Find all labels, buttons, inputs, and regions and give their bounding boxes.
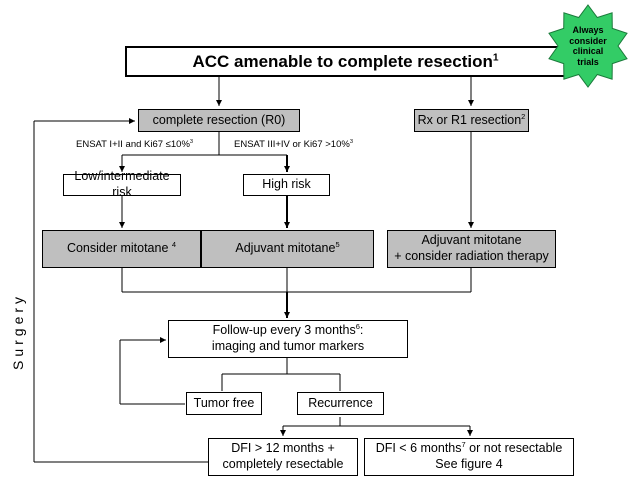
high-risk-box: High risk: [243, 174, 330, 196]
rx-r1-label: Rx or R1 resection2: [417, 111, 526, 127]
title-text: ACC amenable to complete resection1: [192, 51, 499, 71]
complete-resection-label: complete resection (R0): [152, 112, 286, 127]
star-text: Always consider clinical trials: [569, 25, 607, 67]
dfi-long-line2: completely resectable: [222, 457, 344, 471]
followup-line1: Follow-up every 3 months6:: [212, 322, 364, 338]
tumor-free-box: Tumor free: [186, 392, 262, 415]
star-icon: [548, 4, 628, 88]
followup-line2: imaging and tumor markers: [211, 339, 365, 353]
adjuvant-mitotane-label: Adjuvant mitotane5: [235, 240, 340, 256]
tumor-free-label: Tumor free: [193, 395, 255, 410]
criteria-high-label: ENSAT III+IV or Ki67 >10%3: [234, 138, 353, 150]
dfi-long-line1: DFI > 12 months +: [231, 441, 335, 456]
surgery-side-label: Surgery: [10, 292, 26, 370]
rx-r1-resection-box: Rx or R1 resection2: [414, 109, 529, 132]
low-risk-box: Low/intermediate risk: [63, 169, 181, 199]
dfi-short-line2: See figure 4: [435, 457, 503, 471]
title-box: ACC amenable to complete resection1: [125, 46, 566, 77]
criteria-low-label: ENSAT I+II and Ki67 ≤10%3: [76, 138, 194, 150]
followup-box: Follow-up every 3 months6: imaging and t…: [168, 320, 408, 358]
consider-mitotane-label: Consider mitotane 4: [66, 240, 177, 256]
complete-resection-box: complete resection (R0): [138, 109, 300, 132]
consider-mitotane-box: Consider mitotane 4: [42, 230, 201, 268]
low-risk-label: Low/intermediate risk: [74, 169, 170, 199]
dfi-short-line1: DFI < 6 months7 or not resectable: [375, 440, 563, 456]
adjuvant-mitotane-box: Adjuvant mitotane5: [201, 230, 374, 268]
adjuvant-radiation-line2: + consider radiation therapy: [394, 249, 549, 263]
clinical-trials-star: Always consider clinical trials: [546, 4, 630, 88]
dfi-short-box: DFI < 6 months7 or not resectable See fi…: [364, 438, 574, 476]
recurrence-label: Recurrence: [308, 395, 373, 410]
recurrence-box: Recurrence: [297, 392, 384, 415]
adjuvant-radiation-box: Adjuvant mitotane + consider radiation t…: [387, 230, 556, 268]
high-risk-label: High risk: [262, 177, 311, 192]
dfi-long-box: DFI > 12 months + completely resectable: [208, 438, 358, 476]
adjuvant-radiation-line1: Adjuvant mitotane: [421, 233, 522, 248]
